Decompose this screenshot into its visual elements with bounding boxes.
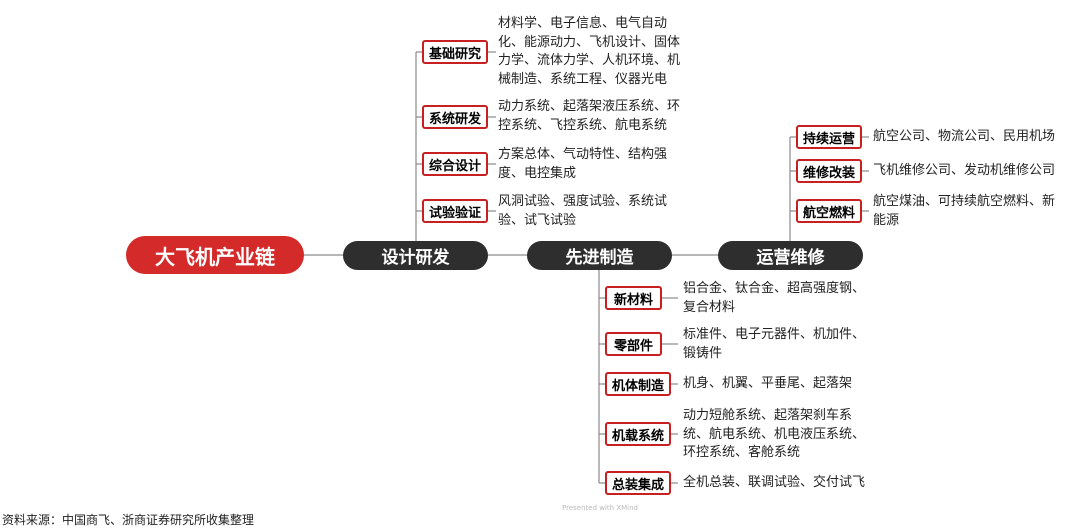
mfg-parts-box: 零部件 <box>605 332 662 356</box>
design-integrated-box: 综合设计 <box>422 152 488 176</box>
stage-manufacturing-node: 先进制造 <box>527 241 672 270</box>
design-integrated-desc: 方案总体、气动特性、结构强度、电控集成 <box>498 147 668 181</box>
mfg-parts-desc: 标准件、电子元器件、机加件、锻铸件 <box>683 327 866 361</box>
ops-continuous-desc: 航空公司、物流公司、民用机场 <box>873 129 1056 144</box>
mfg-airframe-desc: 机身、机翼、平垂尾、起落架 <box>683 376 853 391</box>
mfg-new-material-desc: 铝合金、钛合金、超高强度钢、复合材料 <box>683 281 866 315</box>
mfg-assembly-box: 总装集成 <box>605 471 671 495</box>
mfg-new-material-box: 新材料 <box>605 286 662 310</box>
mfg-onboard-desc: 动力短舱系统、起落架刹车系统、航电系统、机电液压系统、环控系统、客舱系统 <box>683 408 866 460</box>
ops-maintenance-box: 维修改装 <box>796 159 862 183</box>
root-node: 大飞机产业链 <box>126 236 304 274</box>
design-system-dev-desc: 动力系统、起落架液压系统、环控系统、飞控系统、航电系统 <box>498 99 681 133</box>
stage-design-node: 设计研发 <box>343 241 488 270</box>
mfg-onboard-box: 机载系统 <box>605 422 671 446</box>
design-basic-research-box: 基础研究 <box>422 40 488 64</box>
ops-fuel-box: 航空燃料 <box>796 199 862 223</box>
mfg-airframe-box: 机体制造 <box>605 372 671 396</box>
watermark: Presented with XMind <box>562 504 638 512</box>
design-basic-research-desc: 材料学、电子信息、电气自动化、能源动力、飞机设计、固体力学、流体力学、人机环境、… <box>498 16 681 87</box>
stage-operations-node: 运营维修 <box>718 241 863 270</box>
ops-continuous-box: 持续运营 <box>796 125 862 149</box>
design-test-desc: 风洞试验、强度试验、系统试验、试飞试验 <box>498 194 668 228</box>
ops-fuel-desc: 航空煤油、可持续航空燃料、新能源 <box>873 194 1056 228</box>
design-test-box: 试验验证 <box>422 199 488 223</box>
design-system-dev-box: 系统研发 <box>422 105 488 129</box>
source-note: 资料来源：中国商飞、浙商证券研究所收集整理 <box>2 513 255 527</box>
mfg-assembly-desc: 全机总装、联调试验、交付试飞 <box>683 475 866 490</box>
ops-maintenance-desc: 飞机维修公司、发动机维修公司 <box>873 163 1056 178</box>
